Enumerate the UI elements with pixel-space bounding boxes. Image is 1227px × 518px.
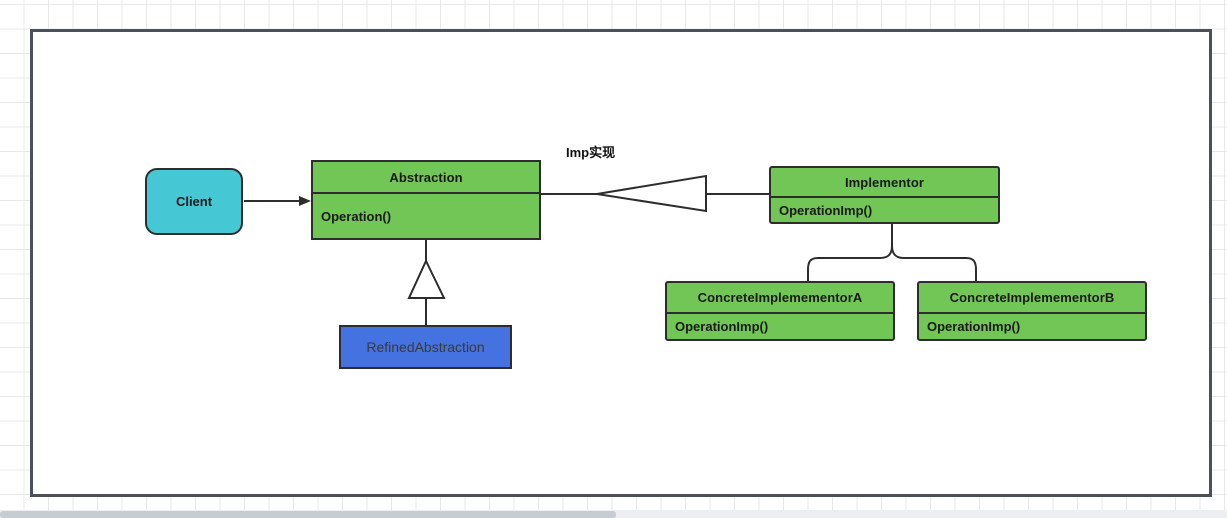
horizontal-scrollbar-thumb[interactable] bbox=[0, 511, 616, 518]
node-concrete-implementor-b-operations: OperationImp() bbox=[927, 319, 1021, 334]
node-abstraction[interactable]: Abstraction Operation() bbox=[311, 160, 541, 240]
diagram-page[interactable] bbox=[30, 29, 1212, 497]
node-concrete-implementor-a-title: ConcreteImplemementorA bbox=[667, 283, 893, 314]
node-implementor-operations: OperationImp() bbox=[779, 202, 873, 218]
node-concrete-implementor-a-operations: OperationImp() bbox=[675, 319, 769, 334]
node-concrete-implementor-b-title: ConcreteImplemementorB bbox=[919, 283, 1145, 314]
node-refined-abstraction[interactable]: RefinedAbstraction bbox=[339, 325, 512, 369]
node-concrete-implementor-a[interactable]: ConcreteImplemementorA OperationImp() bbox=[665, 281, 895, 341]
node-concrete-implementor-b[interactable]: ConcreteImplemementorB OperationImp() bbox=[917, 281, 1147, 341]
node-abstraction-title: Abstraction bbox=[313, 162, 539, 194]
edge-label-imp-implementation[interactable]: Imp实现 bbox=[566, 145, 616, 160]
node-client[interactable]: Client bbox=[145, 168, 243, 235]
node-implementor-title: Implementor bbox=[771, 168, 998, 198]
node-abstraction-operations: Operation() bbox=[321, 208, 392, 224]
node-refined-abstraction-label: RefinedAbstraction bbox=[366, 339, 485, 355]
node-implementor[interactable]: Implementor OperationImp() bbox=[769, 166, 1000, 224]
node-client-label: Client bbox=[175, 194, 213, 209]
